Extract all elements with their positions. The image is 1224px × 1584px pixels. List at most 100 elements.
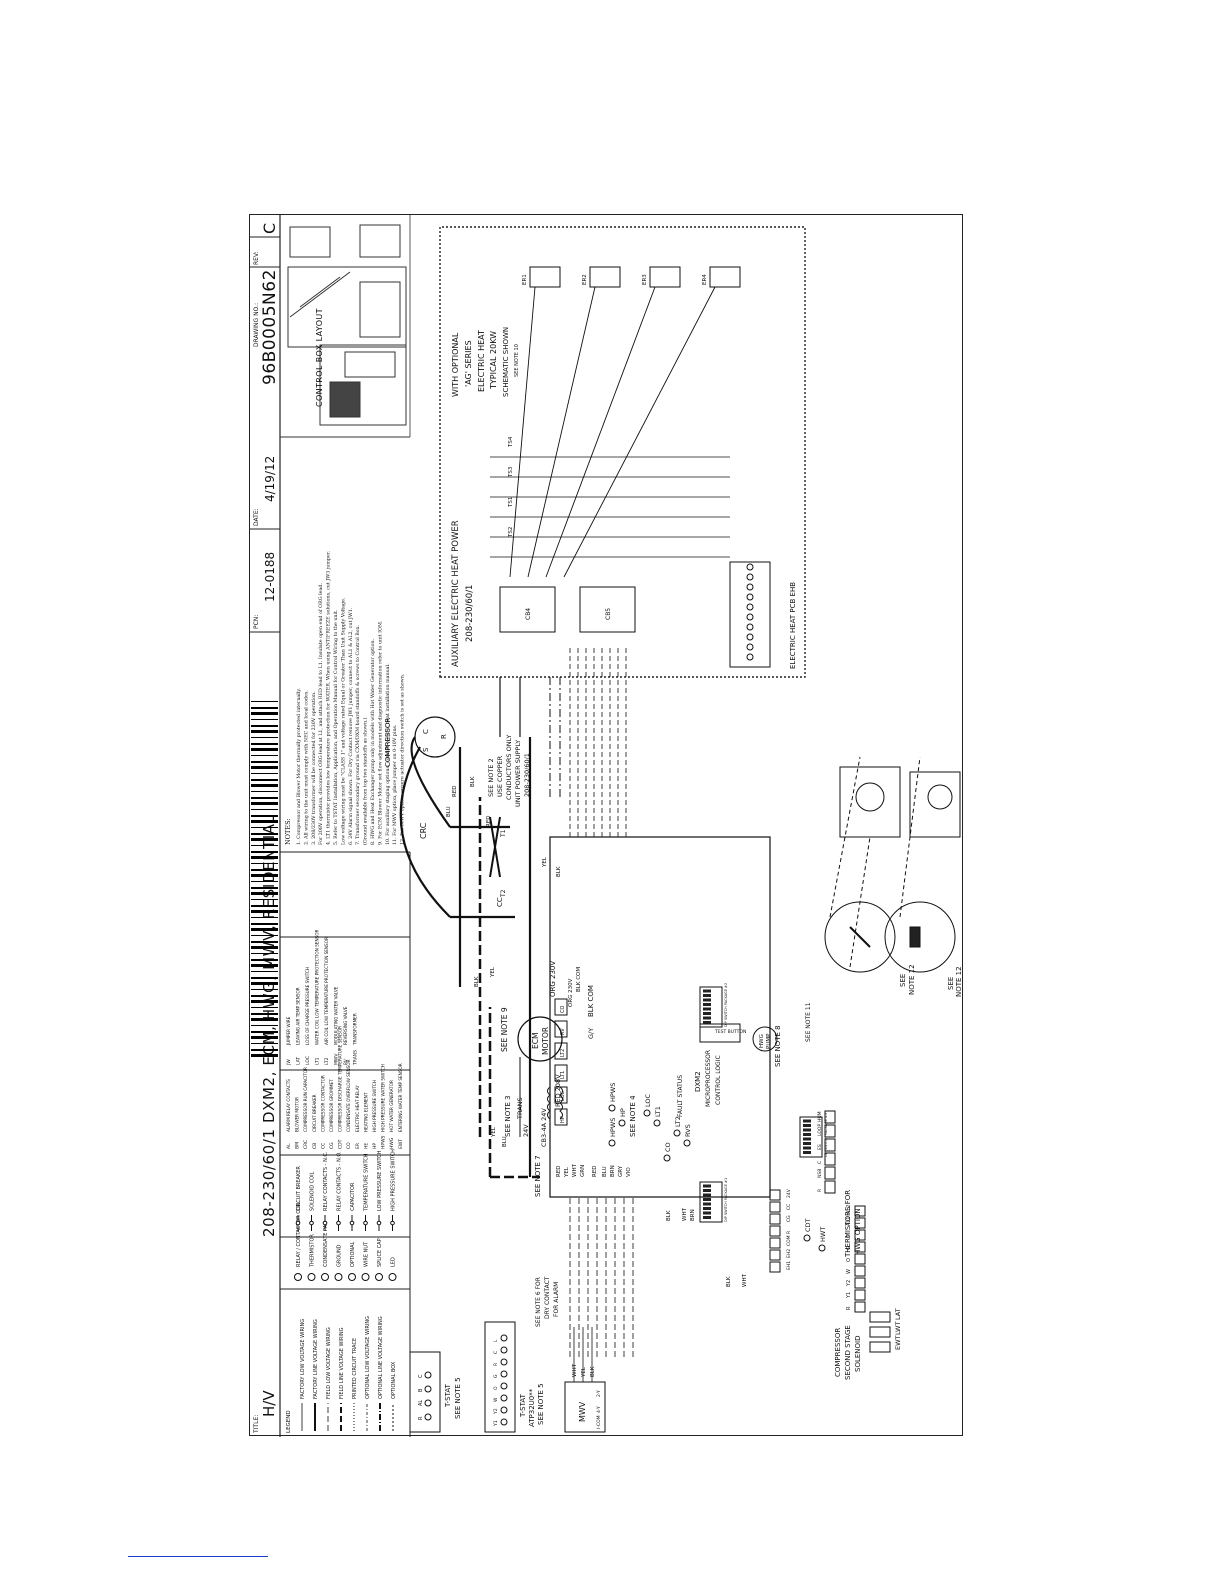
abbr-code: LAT xyxy=(296,1057,302,1065)
legend-symbol-label: LOW PRESSURE SWITCH xyxy=(377,1150,383,1211)
wire-color-label: RED xyxy=(452,785,458,797)
terminal-box xyxy=(854,1289,866,1301)
compressor-lead xyxy=(410,736,451,828)
legend-symbol xyxy=(361,1273,370,1281)
board-logic: CONTROL LOGIC xyxy=(715,1055,722,1105)
heat-element xyxy=(589,266,621,288)
drawing-number: 96B0005N62 xyxy=(260,269,280,385)
sensor-label: LT1 xyxy=(654,1106,662,1117)
dip-toggle xyxy=(703,1211,711,1215)
tstat-terminal-label: C xyxy=(418,1374,424,1378)
solenoid-label-3: SOLENOID xyxy=(854,1336,862,1372)
barcode-bar xyxy=(251,923,278,925)
note-11: SEE NOTE 11 xyxy=(805,1002,812,1042)
sensor-header xyxy=(554,1064,568,1082)
test-button[interactable] xyxy=(699,1023,741,1043)
terminal-label: EH2 xyxy=(786,1249,792,1258)
tstat-terminal xyxy=(500,1334,508,1342)
legend-symbol xyxy=(363,1220,368,1226)
comp-terminal-c: C xyxy=(422,729,430,734)
aux-wire xyxy=(545,286,656,578)
barcode-bar xyxy=(251,1043,278,1044)
contactor-link xyxy=(489,816,501,878)
terminal-box xyxy=(769,1261,781,1273)
test-button-label: TEST BUTTON xyxy=(714,1029,746,1035)
board-sub: MICROPROCESSOR xyxy=(705,1050,712,1107)
legend-symbol xyxy=(334,1273,343,1281)
dry-contact-note: SEE NOTE 6 FOR xyxy=(535,1277,542,1327)
barcode-bar xyxy=(251,784,278,787)
barcode-bar xyxy=(251,809,278,810)
barcode-bar xyxy=(251,748,278,751)
note-line: 8. HWG and Heat Exchanger pump only in m… xyxy=(370,638,376,845)
terminal-box xyxy=(854,1253,866,1265)
abbr-text: WATER COIL LOW TEMPERATURE PROTECTION SE… xyxy=(315,929,320,1045)
wire-color-label: YEL xyxy=(491,1126,497,1138)
legend-symbol-label: CIRCUIT BREAKER xyxy=(296,1166,302,1211)
barcode-bar xyxy=(251,1018,278,1021)
dip-toggle xyxy=(703,1202,711,1206)
title-label: TITLE: xyxy=(253,1415,260,1434)
tstat-note: SEE NOTE 5 xyxy=(454,1377,462,1419)
barcode-bar xyxy=(251,874,278,877)
barcode-bar xyxy=(251,953,278,954)
relay-label: ER2 xyxy=(582,274,588,285)
ecm-motor-symbol xyxy=(517,1016,563,1062)
aux-option-2: 'AG' SERIES xyxy=(464,340,473,387)
wire-color-label: BLK xyxy=(726,1276,732,1287)
dip-toggle xyxy=(703,1007,711,1011)
ecm-note: SEE NOTE 9 xyxy=(500,1007,509,1052)
dip-toggle xyxy=(803,1151,811,1154)
barcode-bar xyxy=(251,989,278,990)
barcode-bar xyxy=(251,982,278,985)
dip-toggle xyxy=(703,1012,711,1015)
terminal-label: G xyxy=(846,1246,852,1250)
barcode-bar xyxy=(251,881,278,882)
barcode-bar xyxy=(251,707,278,709)
aux-option-6: SEE NOTE 10 xyxy=(514,344,520,377)
abbr-text: LEAVING AIR TEMP SENSOR xyxy=(296,987,301,1045)
heat-element xyxy=(709,266,741,288)
terminal-box xyxy=(854,1277,866,1289)
barcode-bar xyxy=(251,761,278,763)
barcode-bar xyxy=(251,797,278,799)
tstat-terminal-label: Y1 xyxy=(493,1420,499,1427)
aux-wire xyxy=(509,286,536,578)
abbr-text: HEATING ELEMENT xyxy=(363,1092,368,1132)
pcb-terminal xyxy=(746,613,754,621)
mwv-terminal-label: 2-Y xyxy=(596,1390,602,1397)
aux-wire xyxy=(563,286,716,578)
terminal-label: EH1 xyxy=(786,1261,792,1270)
abbr-text: ELECTRIC HEAT RELAY xyxy=(355,1085,360,1132)
tstat-terminal-label: R xyxy=(493,1363,499,1366)
terminal-box xyxy=(854,1265,866,1277)
barcode-bar xyxy=(251,928,278,931)
note-line: 9. For ECM Blower Motor set flow adjustm… xyxy=(377,620,383,845)
sensor-header-label: LOC xyxy=(560,1090,566,1101)
terminal-label: Y2 xyxy=(846,1280,852,1287)
wire-color-label: BLK xyxy=(470,776,476,787)
dip-switch xyxy=(699,1181,723,1223)
barcode-bar xyxy=(251,964,278,967)
abbr-code: LT2 xyxy=(324,1057,330,1065)
barcode-bar xyxy=(251,892,278,895)
barcode-bar xyxy=(251,851,278,853)
pcb-terminal xyxy=(746,603,754,611)
wire-color-label: BLK COM xyxy=(576,967,582,992)
supply-note-2: USE COPPER xyxy=(496,755,504,797)
dip-toggle xyxy=(703,1016,711,1020)
barcode-bar xyxy=(251,899,278,900)
abbr-text: REVERSING VALVE xyxy=(343,1006,348,1045)
legend-symbol-label: CAPACITOR xyxy=(350,1182,356,1211)
terminal-box xyxy=(769,1237,781,1249)
abbr-text: HIGH PRESSURE WATER SWITCH xyxy=(381,1064,386,1132)
aux-option-4: TYPICAL 20KW xyxy=(489,331,498,390)
legend-line-label: FACTORY LOW VOLTAGE WIRING xyxy=(300,1319,306,1399)
legend-symbol-label: GROUND xyxy=(337,1244,343,1267)
detail-note-12a-2: NOTE 12 xyxy=(908,964,916,995)
aux-wire xyxy=(527,286,596,578)
ehb-pcb xyxy=(729,561,771,668)
